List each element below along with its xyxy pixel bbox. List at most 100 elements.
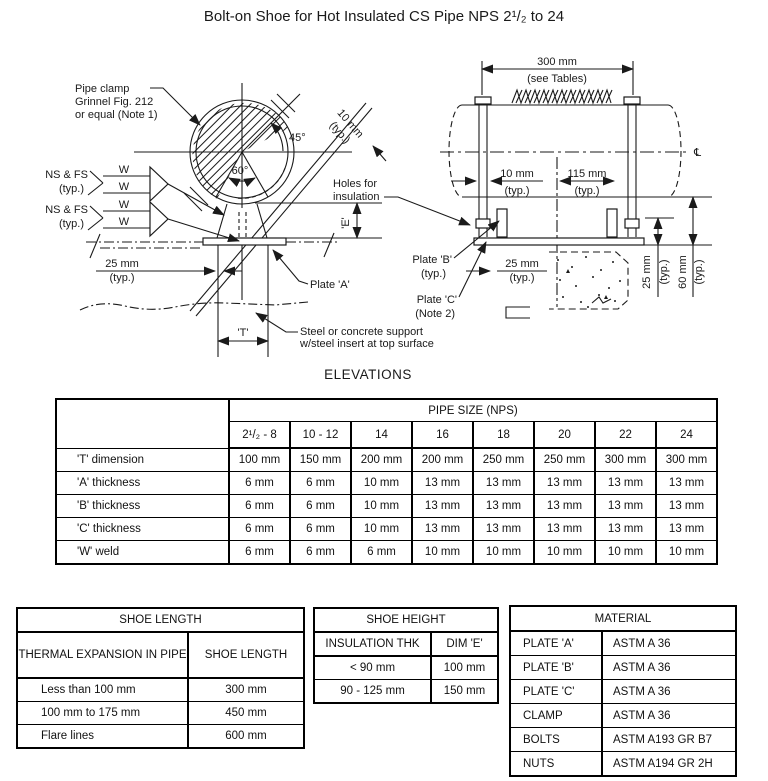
svg-text:(typ.): (typ.) bbox=[693, 259, 705, 284]
cell: Flare lines bbox=[16, 724, 189, 749]
cell: ASTM A194 GR 2H bbox=[601, 751, 737, 777]
table-row: Less than 100 mm 300 mm bbox=[16, 677, 305, 702]
col-header: THERMAL EXPANSION IN PIPE bbox=[16, 631, 189, 679]
cell: 10 mm bbox=[655, 540, 718, 565]
table-row: INSULATION THK DIM 'E' bbox=[313, 631, 499, 657]
col-header: 16 bbox=[411, 421, 474, 449]
svg-text:(Note 2): (Note 2) bbox=[415, 308, 455, 320]
cell: 90 - 125 mm bbox=[313, 679, 432, 704]
plate-c-shape bbox=[473, 237, 645, 246]
cell: 6 mm bbox=[228, 471, 291, 495]
concrete-support bbox=[505, 251, 629, 319]
cell: 13 mm bbox=[472, 517, 535, 541]
table-row: 90 - 125 mm 150 mm bbox=[313, 679, 499, 704]
cell: 6 mm bbox=[228, 540, 291, 565]
svg-text:W: W bbox=[119, 164, 130, 176]
cell: 10 mm bbox=[533, 540, 596, 565]
dim-60mm-vert: 60 mm bbox=[677, 255, 689, 289]
col-header: 10 - 12 bbox=[289, 421, 352, 449]
left-elevation: Pipe clamp Grinnel Fig. 212 or equal (No… bbox=[45, 83, 434, 357]
dim-t-label: 'T' bbox=[238, 327, 249, 339]
svg-text:NS & FS: NS & FS bbox=[45, 204, 88, 216]
plate-a-shape bbox=[202, 237, 287, 246]
col-header: 14 bbox=[350, 421, 413, 449]
dim-25mm-left: 25 mm bbox=[105, 258, 139, 270]
table-row: 'B' thickness 6 mm 6 mm 10 mm 13 mm 13 m… bbox=[55, 494, 718, 518]
cell: 600 mm bbox=[187, 724, 305, 749]
svg-text:W: W bbox=[119, 216, 130, 228]
support-note: Steel or concrete support bbox=[300, 326, 423, 338]
cell: 6 mm bbox=[289, 494, 352, 518]
svg-text:NS & FS: NS & FS bbox=[45, 169, 88, 181]
plate-b-label: Plate 'B' bbox=[412, 254, 452, 266]
weld-callout-2: NS & FS (typ.) W W bbox=[45, 199, 240, 243]
dim-115mm: 115 mm bbox=[568, 168, 607, 180]
cell: 6 mm bbox=[228, 494, 291, 518]
row-label: 'T' dimension bbox=[55, 447, 230, 472]
cell: 13 mm bbox=[472, 471, 535, 495]
insulation-hatch bbox=[511, 88, 612, 105]
table-row: PIPE SIZE (NPS) bbox=[55, 398, 718, 449]
table-row: 2¹/₂ - 8 10 - 12 14 16 18 20 22 24 bbox=[56, 421, 718, 449]
table-row: PLATE 'B' ASTM A 36 bbox=[509, 655, 737, 680]
cell: 250 mm bbox=[533, 447, 596, 472]
table-row: 100 mm to 175 mm 450 mm bbox=[16, 701, 305, 725]
cell: PLATE 'C' bbox=[509, 679, 603, 704]
cell: 6 mm bbox=[289, 517, 352, 541]
cell: 450 mm bbox=[187, 701, 305, 725]
cell: 10 mm bbox=[350, 471, 413, 495]
cell: 10 mm bbox=[594, 540, 657, 565]
table-row: NUTS ASTM A194 GR 2H bbox=[509, 751, 737, 777]
cell: 10 mm bbox=[411, 540, 474, 565]
holes-note: Holes for bbox=[333, 178, 377, 190]
cell: ASTM A 36 bbox=[601, 703, 737, 728]
cell: 13 mm bbox=[472, 494, 535, 518]
cell: 300 mm bbox=[655, 447, 718, 472]
cell: 10 mm bbox=[350, 494, 413, 518]
angle-60-label: 60° bbox=[232, 165, 249, 177]
weld-callout-1: NS & FS (typ.) W W bbox=[45, 164, 225, 216]
cell: 13 mm bbox=[655, 494, 718, 518]
cell: 13 mm bbox=[655, 471, 718, 495]
table-row: 'W' weld 6 mm 6 mm 6 mm 10 mm 10 mm 10 m… bbox=[55, 540, 718, 565]
cell: 200 mm bbox=[411, 447, 474, 472]
cell: 13 mm bbox=[594, 517, 657, 541]
table-row: < 90 mm 100 mm bbox=[313, 655, 499, 680]
svg-text:(see Tables): (see Tables) bbox=[527, 73, 587, 85]
cell: PLATE 'B' bbox=[509, 655, 603, 680]
table-title: SHOE HEIGHT bbox=[313, 607, 499, 633]
table-title: MATERIAL bbox=[509, 605, 737, 632]
cell: CLAMP bbox=[509, 703, 603, 728]
material-table: MATERIAL PLATE 'A' ASTM A 36 PLATE 'B' A… bbox=[509, 605, 737, 777]
cell: < 90 mm bbox=[313, 655, 432, 680]
svg-text:(typ.): (typ.) bbox=[509, 272, 534, 284]
cell: 200 mm bbox=[350, 447, 413, 472]
table-row: MATERIAL bbox=[509, 605, 737, 632]
col-header: 24 bbox=[655, 421, 718, 449]
svg-text:W: W bbox=[119, 181, 130, 193]
col-header: 20 bbox=[533, 421, 596, 449]
table-row: PLATE 'A' ASTM A 36 bbox=[509, 630, 737, 656]
pipe-hatch bbox=[192, 102, 289, 199]
angle-45-label: 45° bbox=[289, 132, 306, 144]
plate-c-label: Plate 'C' bbox=[417, 294, 457, 306]
table-row: 'A' thickness 6 mm 6 mm 10 mm 13 mm 13 m… bbox=[55, 471, 718, 495]
cell: 6 mm bbox=[289, 540, 352, 565]
col-header: INSULATION THK bbox=[313, 631, 432, 657]
cell: 13 mm bbox=[533, 517, 596, 541]
cell: PLATE 'A' bbox=[509, 630, 603, 656]
plate-b-right bbox=[606, 208, 618, 238]
cell: 150 mm bbox=[289, 447, 352, 472]
cell: 13 mm bbox=[533, 494, 596, 518]
table-title: SHOE LENGTH bbox=[16, 607, 305, 633]
cell: ASTM A 36 bbox=[601, 655, 737, 680]
svg-text:(typ.): (typ.) bbox=[59, 218, 84, 230]
svg-text:(typ.): (typ.) bbox=[109, 272, 134, 284]
cell: 6 mm bbox=[289, 471, 352, 495]
cell: 10 mm bbox=[350, 517, 413, 541]
table-row: BOLTS ASTM A193 GR B7 bbox=[509, 727, 737, 752]
cell: ASTM A 36 bbox=[601, 679, 737, 704]
dim-25mm-vert: 25 mm bbox=[641, 255, 653, 289]
cell: 100 mm bbox=[228, 447, 291, 472]
